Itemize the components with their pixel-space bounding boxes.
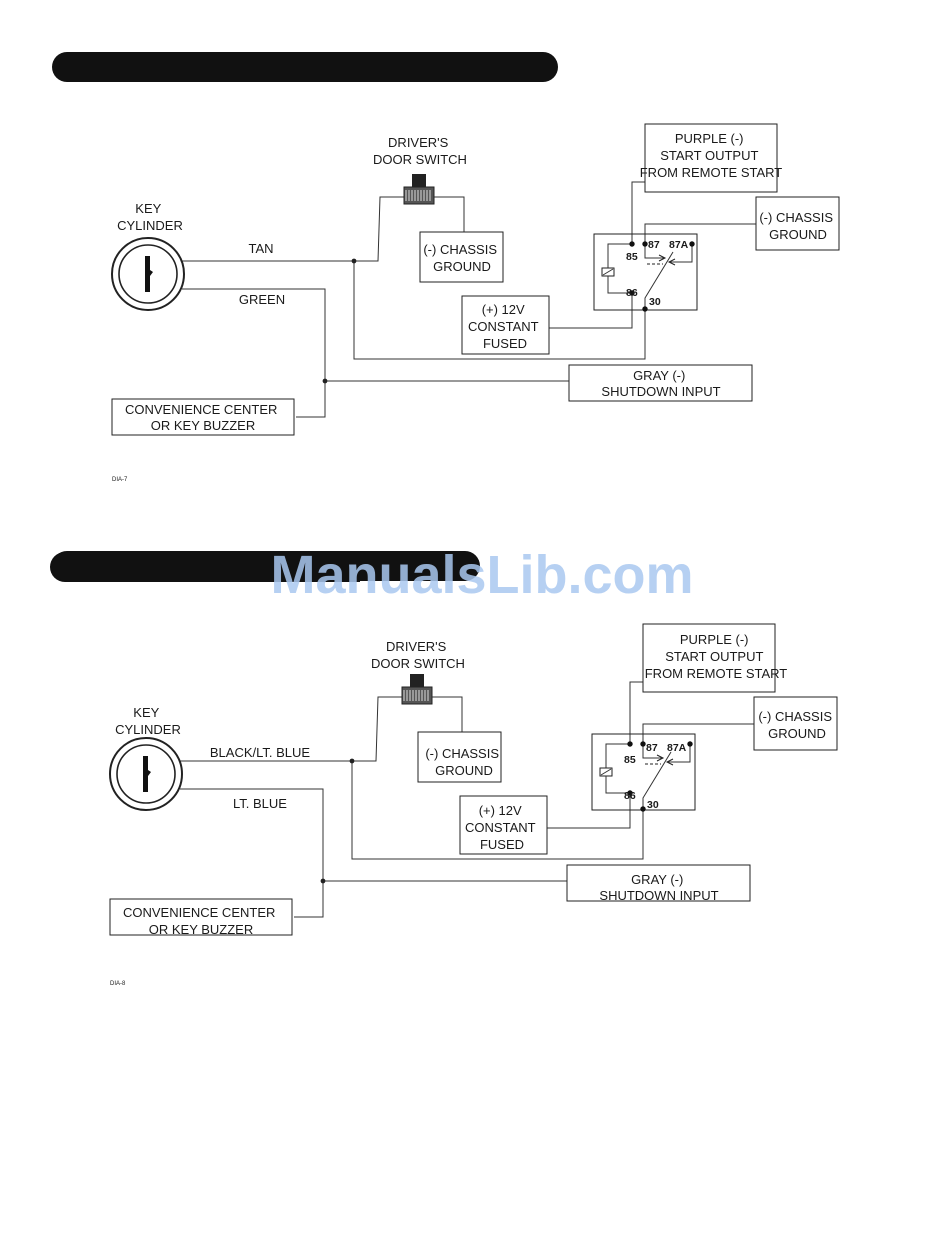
diagram-code: DIA-7 xyxy=(112,477,128,483)
relay-pin-86: 86 xyxy=(626,287,638,299)
wire-label-top: TAN xyxy=(248,241,273,256)
relay-ground-label: (-) CHASSIS GROUND xyxy=(759,210,836,242)
purple-output-label: PURPLE (-) START OUTPUT FROM REMOTE STAR… xyxy=(645,632,788,681)
relay-pin-87a: 87A xyxy=(667,742,687,754)
power-label: (+) 12V CONSTANT FUSED xyxy=(468,302,542,351)
wiring-diagram-2: KEY CYLINDER DRIVER'S DOOR SWITCH BLACK/… xyxy=(49,540,838,987)
relay-pin-85: 85 xyxy=(624,754,636,766)
relay-pin-85: 85 xyxy=(626,251,638,263)
gray-input-label: GRAY (-) SHUTDOWN INPUT xyxy=(601,368,720,399)
watermark: ManualsLib.com xyxy=(270,545,693,605)
relay-pin-30: 30 xyxy=(649,296,661,308)
relay-pin-86: 86 xyxy=(624,790,636,802)
gray-input-label: GRAY (-) SHUTDOWN INPUT xyxy=(599,872,718,903)
convenience-label: CONVENIENCE CENTER OR KEY BUZZER xyxy=(123,905,279,937)
purple-output-label: PURPLE (-) START OUTPUT FROM REMOTE STAR… xyxy=(640,131,783,180)
door-switch-label: DRIVER'S DOOR SWITCH xyxy=(371,639,465,671)
switch-ground-label: (-) CHASSIS GROUND xyxy=(425,746,502,778)
key-cylinder-label: KEY CYLINDER xyxy=(115,705,181,737)
diagram-code: DIA-8 xyxy=(110,981,126,987)
relay-ground-label: (-) CHASSIS GROUND xyxy=(758,709,835,741)
relay-pin-87: 87 xyxy=(648,239,660,251)
relay-pin-87a: 87A xyxy=(669,239,689,251)
door-switch-label: DRIVER'S DOOR SWITCH xyxy=(373,135,467,167)
key-cylinder-label: KEY CYLINDER xyxy=(117,201,183,233)
power-label: (+) 12V CONSTANT FUSED xyxy=(465,803,539,852)
wire-label-top: BLACK/LT. BLUE xyxy=(210,745,311,760)
relay-pin-87: 87 xyxy=(646,742,658,754)
switch-ground-label: (-) CHASSIS GROUND xyxy=(423,242,500,274)
wire-label-bottom: LT. BLUE xyxy=(233,796,287,811)
wire-label-bottom: GREEN xyxy=(239,292,285,307)
wiring-diagram-1: KEY CYLINDER DRIVER'S DOOR SWITCH TAN GR… xyxy=(51,51,840,483)
relay-pin-30: 30 xyxy=(647,799,659,811)
convenience-label: CONVENIENCE CENTER OR KEY BUZZER xyxy=(125,402,281,433)
